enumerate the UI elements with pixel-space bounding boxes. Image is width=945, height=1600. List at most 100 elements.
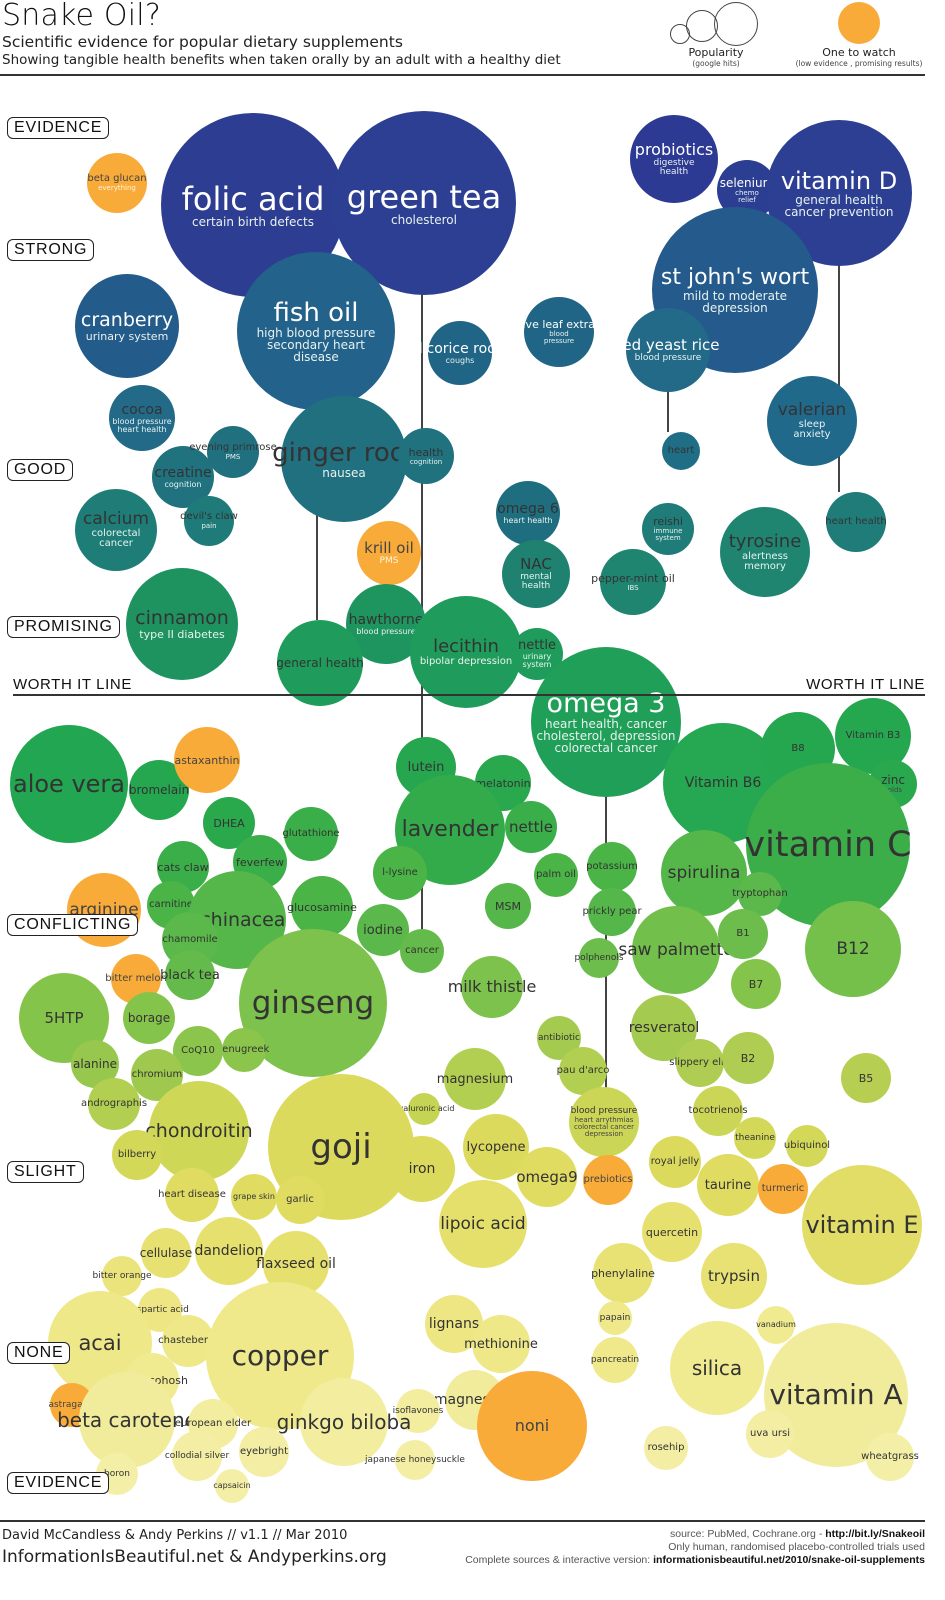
bubble-heart-disease: heart disease xyxy=(158,1168,226,1222)
bubble-label: MSM xyxy=(495,899,521,913)
bubble-label: phenylaline xyxy=(591,1266,655,1280)
bubble-label: methionine xyxy=(464,1336,538,1352)
bubble-methionine: methionine xyxy=(464,1315,538,1373)
header-divider xyxy=(0,74,925,76)
bubble-l-lysine: l-lysine xyxy=(373,846,427,900)
bubble-label: antibiotic xyxy=(538,1032,580,1043)
bubble-label: creatine xyxy=(154,464,212,481)
bubble-sublabel: digestive health xyxy=(653,157,695,177)
bubble-label: st john's wort xyxy=(660,264,810,290)
bubble-uva-ursi: uva ursi xyxy=(746,1410,794,1458)
bubble-label: krill oil xyxy=(364,538,414,557)
bubble-cancer: cancer xyxy=(400,929,444,973)
bubble-label: tryptophan xyxy=(732,888,788,899)
tier-label-promising: PROMISING xyxy=(7,616,120,638)
bubble-label: feverfew xyxy=(235,855,285,869)
bubble-label: turmeric xyxy=(761,1183,805,1194)
bubble-label: folic acid xyxy=(181,179,325,218)
bubble-label: CoQ10 xyxy=(181,1045,215,1056)
bubble-dandelion: dandelion xyxy=(194,1217,264,1285)
bubble-milk-thistle: milk thistle xyxy=(448,956,536,1018)
source-link[interactable]: http://bit.ly/Snakeoil xyxy=(825,1528,925,1540)
bubble-b12: B12 xyxy=(805,901,901,997)
bubble-label: B5 xyxy=(858,1071,874,1085)
bubble-label: european elder xyxy=(174,1418,252,1429)
bubble-potassium: potassium xyxy=(586,842,638,892)
bubble-label: heart disease xyxy=(158,1189,226,1200)
footer-divider xyxy=(0,1520,925,1522)
bubble-label: bromelain xyxy=(128,783,190,797)
bubble-slippery-elm: slippery elm xyxy=(669,1039,731,1087)
bubble-grape-skin: grape skin xyxy=(231,1174,277,1220)
bubble-label: bilberry xyxy=(117,1149,157,1160)
bubble-hyaluronic-acid: hyaluronic acid xyxy=(394,1093,454,1125)
bubble-sublabel: sleep anxiety xyxy=(793,419,831,440)
bubble-label: royal jelly xyxy=(650,1156,700,1167)
bubble-bitter-orange: bitter orange xyxy=(92,1256,152,1296)
bubble-papain: papain xyxy=(598,1301,632,1335)
bubble-silica: silica xyxy=(670,1321,764,1415)
legend-watch-sub: (low evidence , promising results) xyxy=(795,59,923,68)
bubble-label: devil's claw xyxy=(180,511,238,522)
bubble-label: heart health xyxy=(825,516,887,527)
bubble-theanine: theanine xyxy=(734,1117,776,1159)
bubble-label: pepper-mint oil xyxy=(591,571,675,585)
trials-note: Only human, randomised placebo-controlle… xyxy=(668,1541,925,1554)
bubble-fenugreek: fenugreek xyxy=(219,1028,269,1072)
bubble-sublabel: PMS xyxy=(379,555,399,566)
bubble-ubiquinol: ubiquinol xyxy=(784,1125,830,1167)
bubble-b7: B7 xyxy=(731,959,781,1009)
bubble-label: red yeast rice xyxy=(616,335,720,354)
tier-label-strong: STRONG xyxy=(7,239,95,261)
bubble-label: glucosamine xyxy=(287,900,357,914)
tier-label-none: NONE xyxy=(7,1342,71,1364)
bubble-sublabel: blood pressure heart health xyxy=(112,416,172,434)
tier-label-slight: SLIGHT xyxy=(7,1161,84,1183)
bubble-sublabel: coughs xyxy=(445,355,475,365)
bubble-label: uva ursi xyxy=(750,1428,790,1439)
bubble-label: iron xyxy=(408,1161,436,1177)
page-title: Snake Oil? xyxy=(2,0,161,33)
tier-label-good: GOOD xyxy=(7,459,74,481)
bubble-label: carnitine xyxy=(149,899,193,910)
bubble-sublabel: blood pressure xyxy=(634,352,702,363)
bubble-label: Vitamin B3 xyxy=(845,730,901,741)
bubble-label: papain xyxy=(599,1312,631,1323)
bubble-nettle: nettle xyxy=(505,801,557,853)
bubble-label: zinc xyxy=(881,773,905,787)
bubble-sublabel: IBS xyxy=(627,583,639,592)
bubble-label: astaxanthin xyxy=(174,753,240,767)
bubble-label: vitamin A xyxy=(769,1378,903,1411)
bubble-flaxseed-oil: flaxseed oil xyxy=(256,1231,336,1297)
bubble-garlic: garlic xyxy=(276,1176,324,1224)
complete-sources-link[interactable]: informationisbeautiful.net/2010/snake-oi… xyxy=(653,1554,925,1567)
bubble-label: vitamin D xyxy=(780,166,898,195)
bubble-label: cancer xyxy=(405,945,439,956)
bubble-label: silica xyxy=(691,1356,743,1380)
bubble-label: isoflavones xyxy=(392,1405,444,1416)
bubble-label: lavender xyxy=(401,817,499,842)
bubble-label: ginseng xyxy=(251,984,375,1021)
bubble-label: dandelion xyxy=(194,1243,264,1259)
bubble-isoflavones: isoflavones xyxy=(393,1389,443,1433)
bubble-label: borage xyxy=(127,1011,171,1025)
bubble-tocotrienols: tocotrienols xyxy=(688,1086,748,1136)
bubble-japanese-honeysuckle: japanese honeysuckle xyxy=(365,1440,465,1480)
footer-sources: source: PubMed, Cochrane.org - http://bi… xyxy=(465,1528,925,1567)
bubble-sublabel: cognition xyxy=(409,457,443,466)
bubble-label: cinnamon xyxy=(135,606,229,629)
bubble-label: garlic xyxy=(286,1194,314,1205)
footer-credits: David McCandless & Andy Perkins // v1.1 … xyxy=(2,1528,348,1543)
bubble-glucosamine: glucosamine xyxy=(287,876,357,938)
one-to-watch-legend-icon xyxy=(838,2,880,44)
page-subtitle: Scientific evidence for popular dietary … xyxy=(2,33,403,51)
bubble-label: polphenols xyxy=(574,952,624,963)
